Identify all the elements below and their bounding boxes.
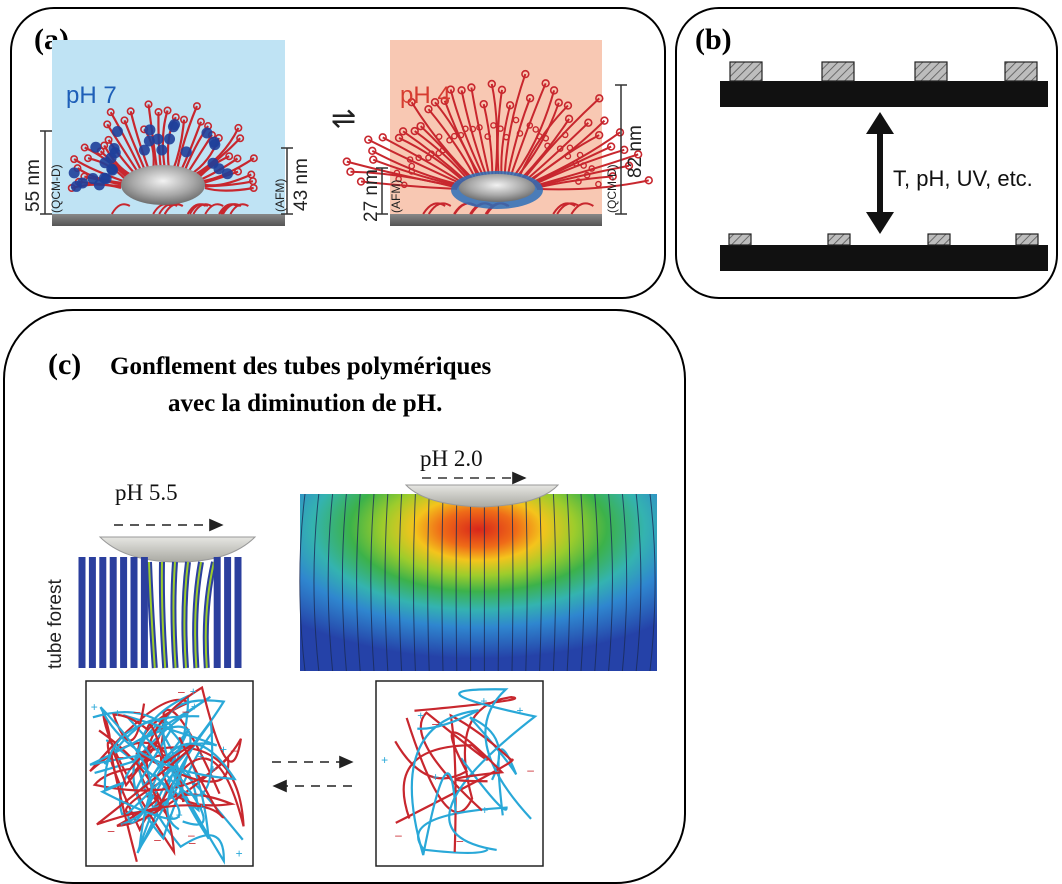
ph4-afm-method: (AFM) bbox=[389, 180, 403, 213]
ph7-brush-diagram: pH 7 55 nm (QCM-D) (AFM) 43 nm bbox=[23, 40, 312, 226]
ph7-charged-segment bbox=[144, 124, 155, 135]
ph7-charged-segment bbox=[99, 173, 110, 184]
equilibrium-arrows: ⇌ bbox=[331, 102, 356, 135]
ph4-qcm-method: (QCM-D) bbox=[605, 164, 619, 213]
ph4-substrate bbox=[390, 214, 602, 226]
ph4-afm-height: 27 nm bbox=[361, 169, 382, 222]
ph7-afm-method: (AFM) bbox=[273, 179, 287, 212]
ph7-label: pH 7 bbox=[66, 82, 117, 109]
ph4-chain-end bbox=[365, 136, 372, 143]
ph4-label: pH 4 bbox=[400, 82, 451, 109]
ph4-brush-diagram: pH 4 27 nm (AFM) (QCM-D) 82 nm bbox=[343, 40, 652, 226]
ph7-charged-segment bbox=[207, 158, 218, 169]
ph7-charged-segment bbox=[156, 145, 167, 156]
ph7-charged-segment bbox=[100, 157, 111, 168]
panel-c bbox=[3, 309, 686, 884]
ph7-charged-segment bbox=[144, 135, 155, 146]
ph7-nanoparticle bbox=[121, 165, 205, 205]
ph7-charged-segment bbox=[181, 146, 192, 157]
ph7-charged-segment bbox=[69, 167, 80, 178]
ph7-qcm-height: 55 nm bbox=[23, 159, 44, 212]
ph4-qcm-height: 82 nm bbox=[625, 125, 646, 178]
ph7-qcm-method: (QCM-D) bbox=[49, 164, 63, 213]
ph7-charged-segment bbox=[77, 177, 88, 188]
ph7-charged-segment bbox=[87, 173, 98, 184]
ph7-charged-segment bbox=[112, 126, 123, 137]
ph7-charged-segment bbox=[90, 142, 101, 153]
ph7-charged-segment bbox=[110, 147, 121, 158]
ph7-charged-segment bbox=[164, 133, 175, 144]
ph7-charged-segment bbox=[209, 139, 220, 150]
ph7-charged-segment bbox=[169, 119, 180, 130]
panel-b: (b) bbox=[675, 7, 1058, 299]
ph7-charged-segment bbox=[201, 127, 212, 138]
ph7-afm-height: 43 nm bbox=[291, 158, 312, 211]
ph4-nanoparticle bbox=[459, 174, 535, 202]
panel-b-label: (b) bbox=[695, 23, 732, 57]
ph7-substrate bbox=[52, 214, 285, 226]
